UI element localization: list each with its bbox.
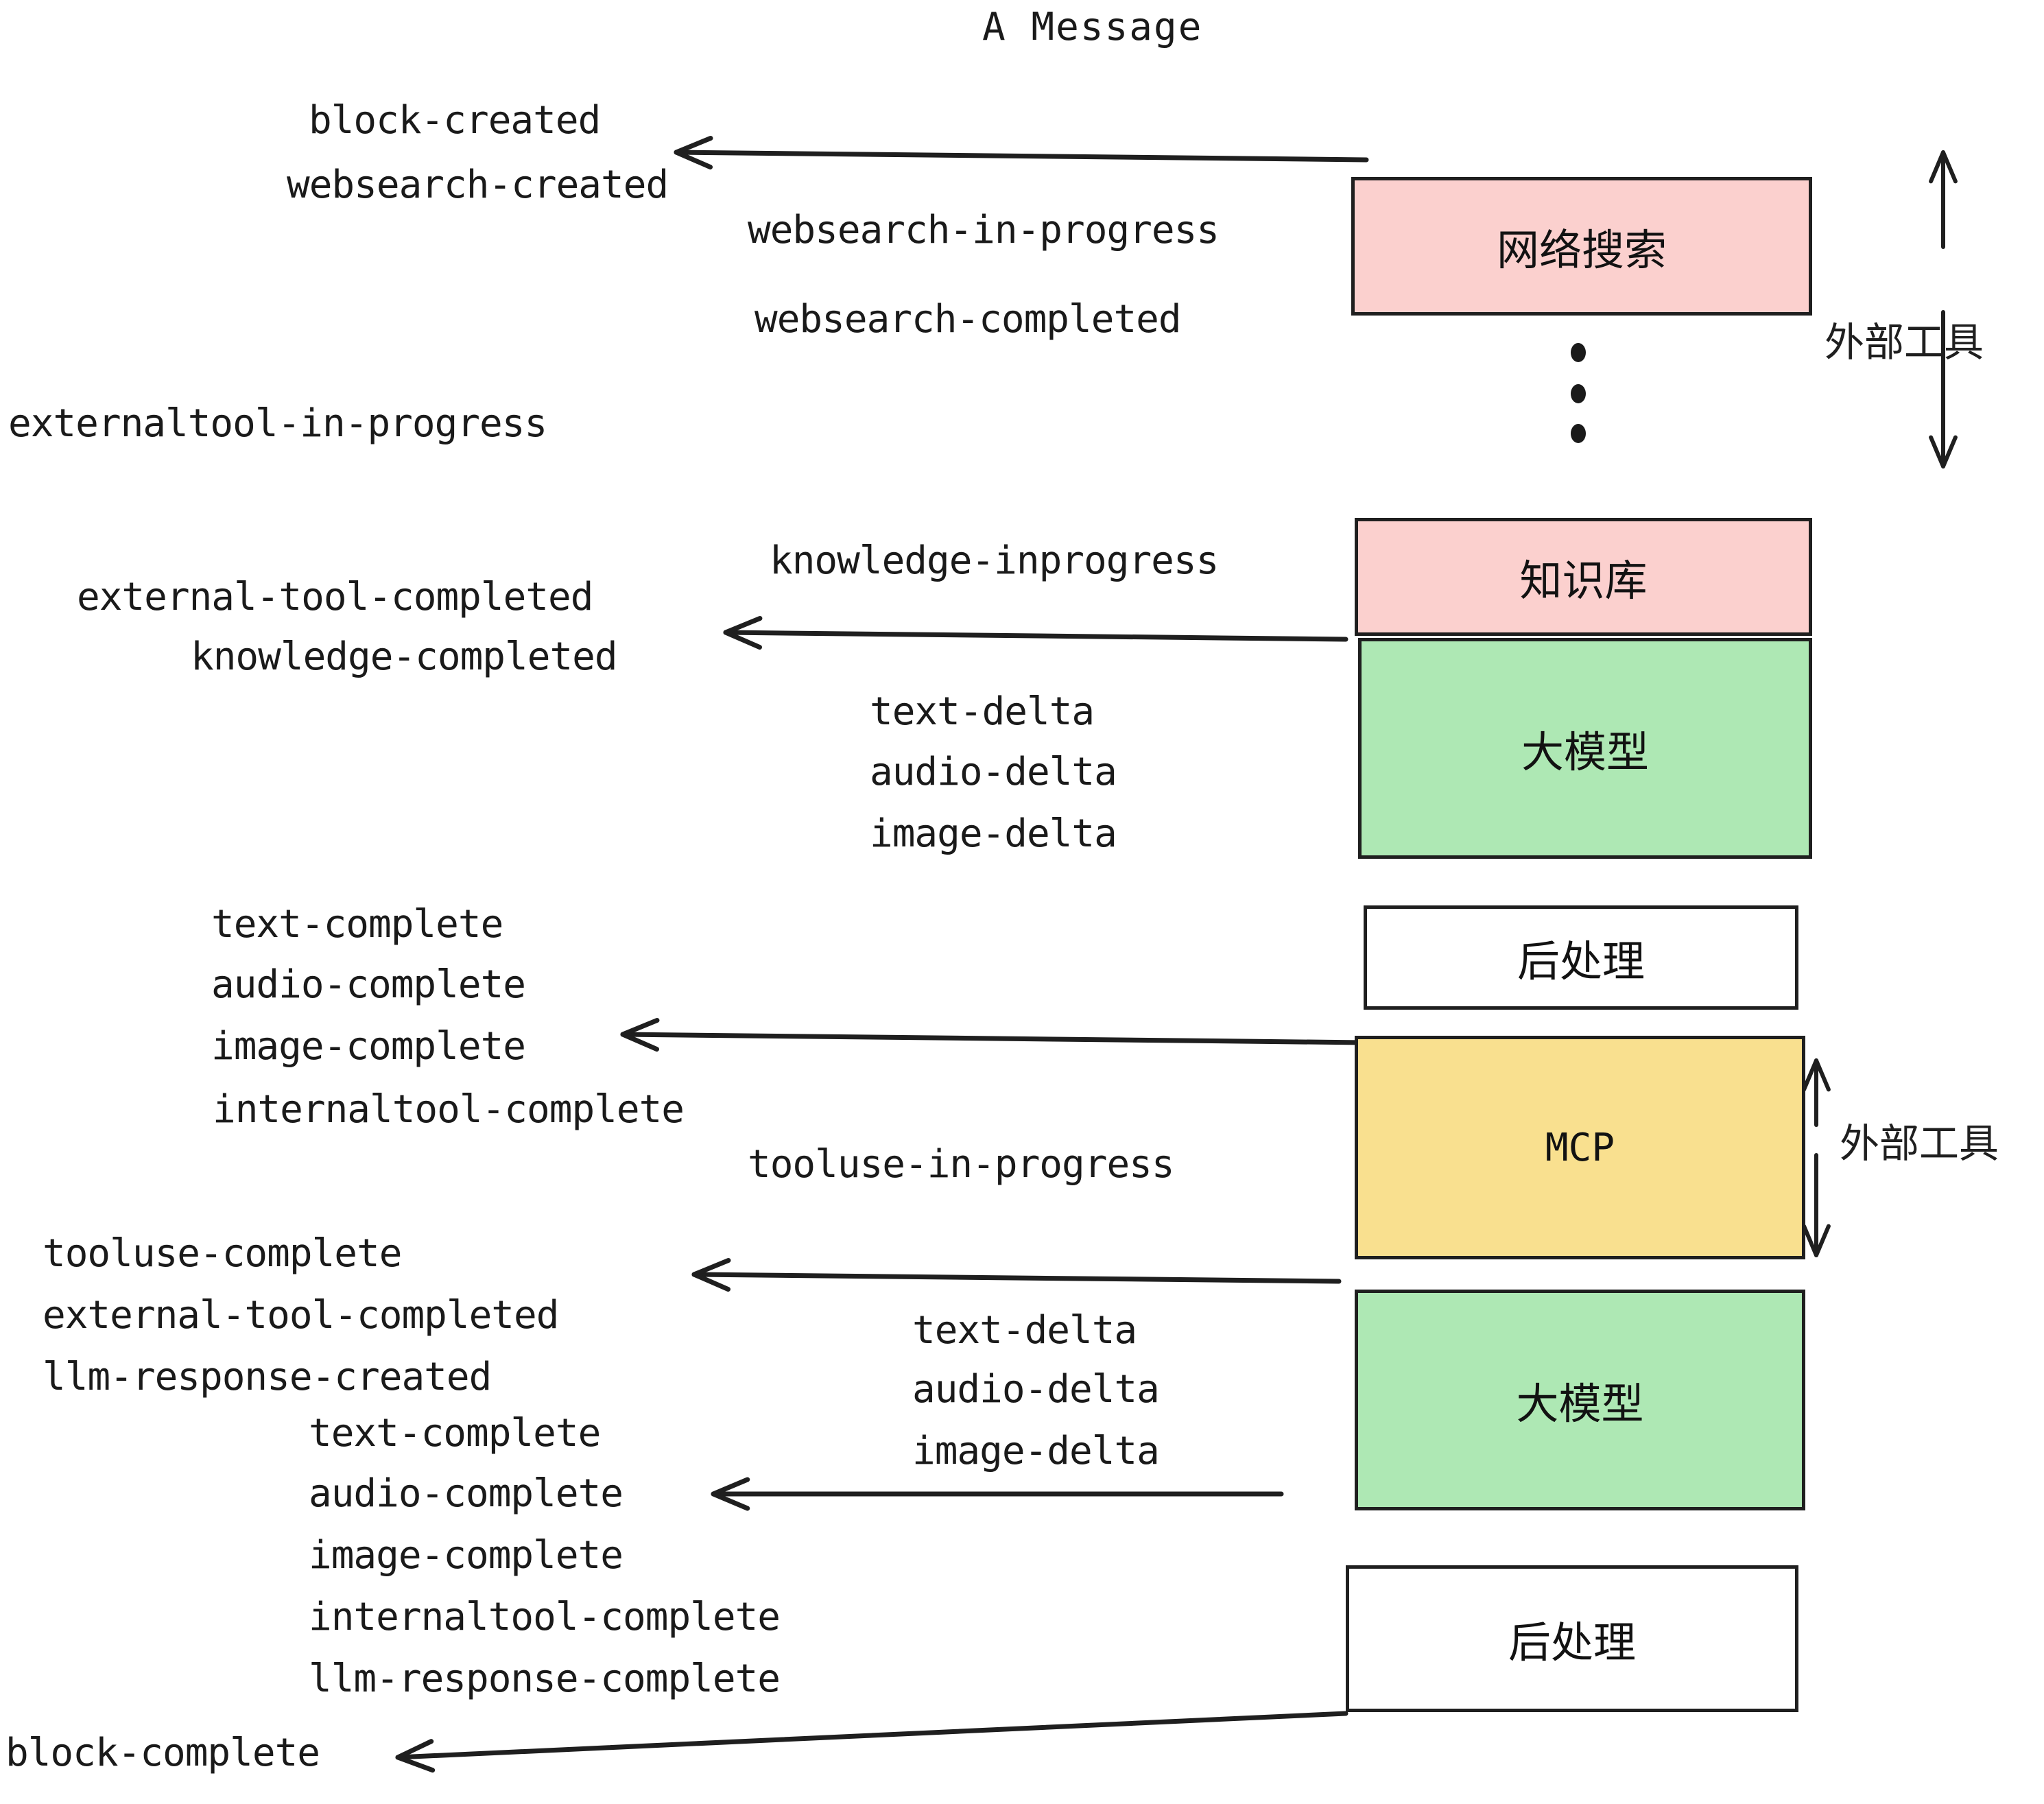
event-label-audio-delta-2: audio-delta [912, 1367, 1160, 1412]
event-label-text-complete-1: text-complete [211, 902, 503, 947]
event-label-externaltool-in-progress: externaltool-in-progress [8, 401, 547, 446]
event-label-knowledge-inprogress: knowledge-inprogress [770, 538, 1219, 583]
event-label-audio-complete-2: audio-complete [309, 1471, 623, 1516]
node-postprocess-1: 后处理 [1364, 905, 1798, 1010]
node-mcp: MCP [1355, 1036, 1805, 1259]
event-label-text-delta-2: text-delta [912, 1308, 1137, 1353]
arrow-ext-bot-up [1802, 1058, 1831, 1127]
event-label-internaltool-complete-1: internaltool-complete [213, 1087, 685, 1132]
event-label-text-complete-2: text-complete [309, 1411, 601, 1456]
event-label-llm-response-complete: llm-response-complete [309, 1657, 781, 1701]
event-label-block-complete: block-complete [5, 1731, 320, 1775]
event-label-websearch-in-progress: websearch-in-progress [748, 208, 1220, 252]
page-title: A Message [982, 5, 1203, 49]
event-label-tooluse-in-progress: tooluse-in-progress [748, 1142, 1175, 1187]
event-label-audio-delta-1: audio-delta [870, 750, 1117, 794]
event-label-image-delta-2: image-delta [912, 1429, 1160, 1473]
event-label-image-delta-1: image-delta [870, 811, 1117, 856]
event-label-internaltool-complete-2: internaltool-complete [309, 1595, 781, 1639]
event-label-tooluse-complete: tooluse-complete [43, 1231, 402, 1276]
arrow-ext-bot-down [1802, 1153, 1831, 1257]
arrow-mcp-to-tooluse [691, 1258, 1342, 1292]
event-label-image-complete-2: image-complete [309, 1533, 623, 1578]
arrow-knowledge-to-left [723, 616, 1348, 650]
event-label-external-tool-completed-1: external-tool-completed [77, 575, 593, 619]
arrow-llm2-to-audio [711, 1477, 1284, 1511]
node-knowledge: 知识库 [1355, 518, 1812, 636]
side-label-external-tools-bottom: 外部工具 [1840, 1120, 1999, 1167]
ellipsis-dot [1571, 384, 1586, 403]
arrow-websearch-to-block [674, 136, 1369, 170]
event-label-knowledge-completed: knowledge-completed [191, 634, 618, 679]
node-llm-2: 大模型 [1355, 1290, 1805, 1510]
event-label-websearch-created: websearch-created [287, 163, 669, 207]
ellipsis-dot [1571, 424, 1586, 443]
node-llm-1: 大模型 [1358, 638, 1812, 859]
arrow-mcp-to-image-complete [620, 1018, 1368, 1052]
event-label-text-delta-1: text-delta [870, 689, 1095, 734]
side-label-external-tools-top: 外部工具 [1825, 319, 1984, 366]
arrow-post2-to-block [395, 1711, 1348, 1773]
ellipsis-dot [1571, 343, 1586, 362]
event-label-block-created: block-created [309, 98, 601, 143]
event-label-websearch-completed: websearch-completed [754, 297, 1182, 342]
event-label-audio-complete-1: audio-complete [211, 962, 526, 1007]
event-label-image-complete-1: image-complete [211, 1024, 526, 1069]
event-label-external-tool-completed-2: external-tool-completed [43, 1293, 559, 1338]
event-label-llm-response-created: llm-response-created [43, 1355, 492, 1399]
node-websearch: 网络搜索 [1351, 177, 1812, 316]
arrow-ext-top-up [1929, 150, 1958, 249]
node-postprocess-2: 后处理 [1346, 1565, 1798, 1712]
